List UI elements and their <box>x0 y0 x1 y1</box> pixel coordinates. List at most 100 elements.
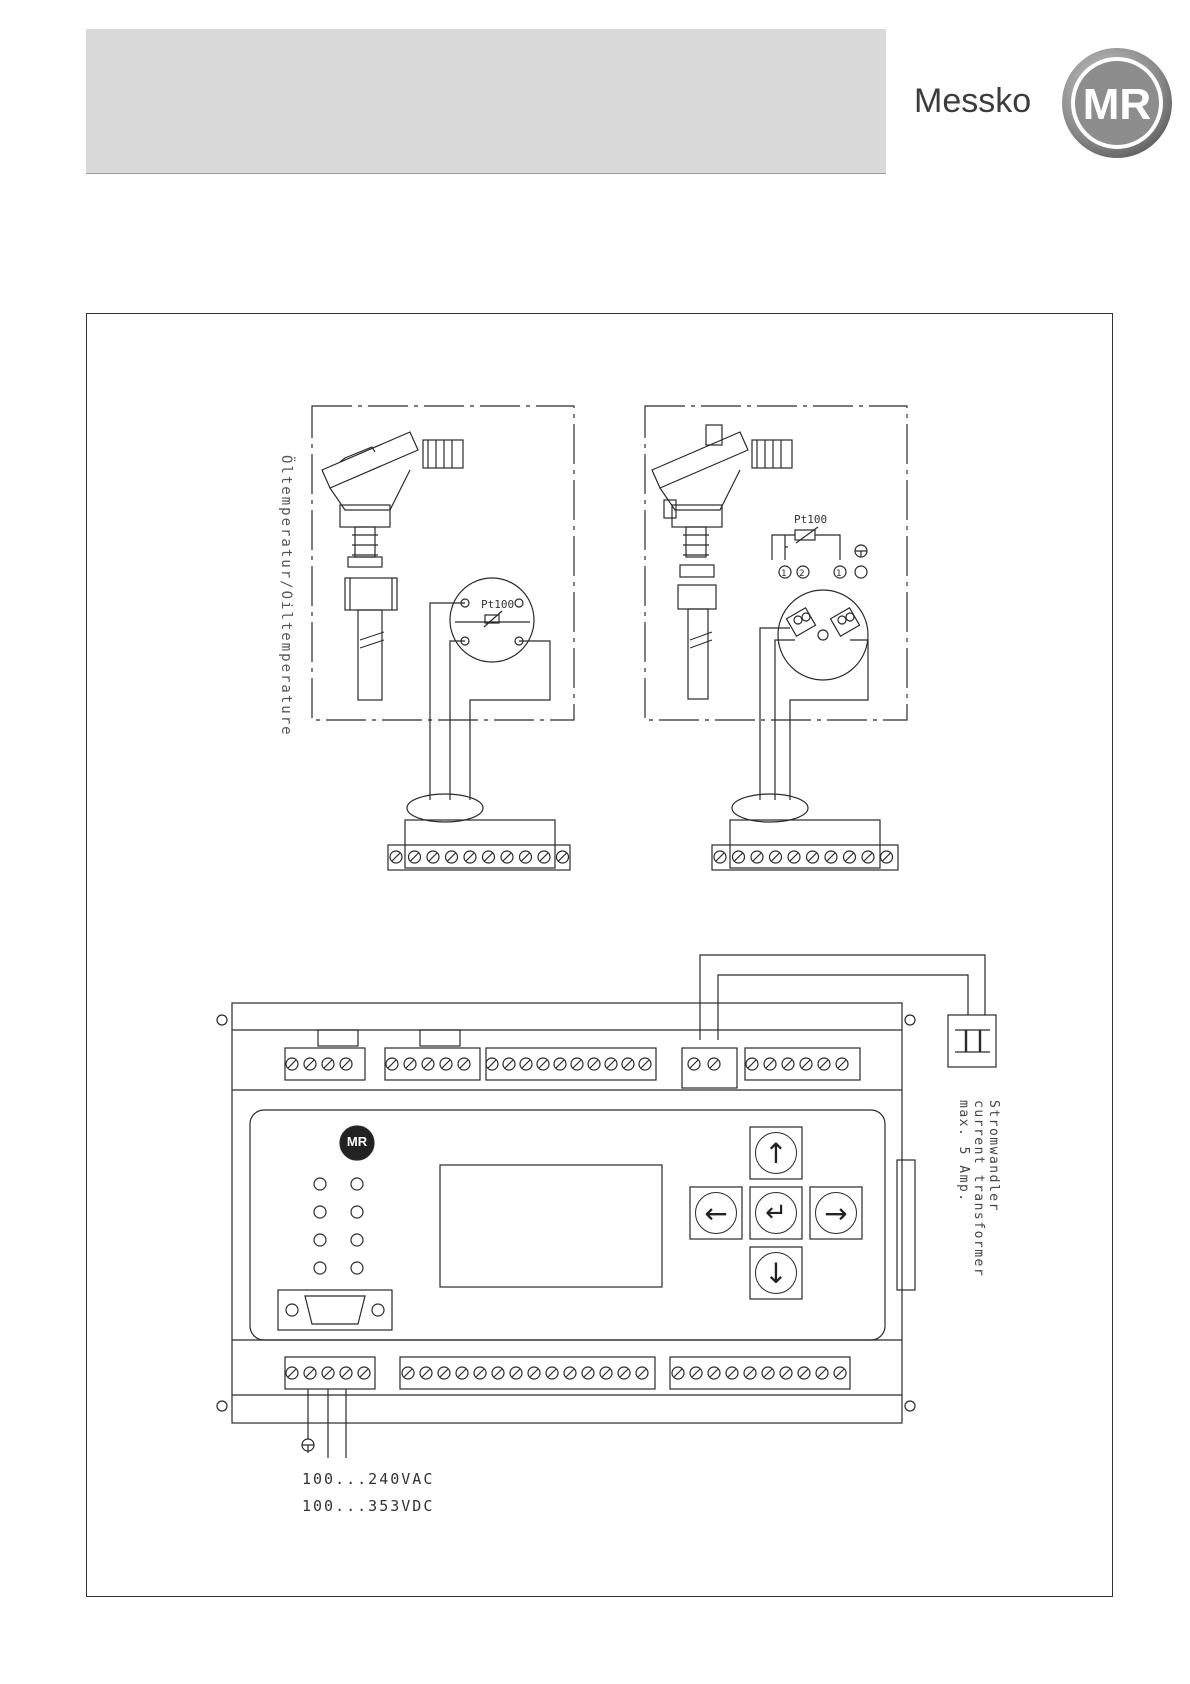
terminal-screw-slot <box>548 1369 556 1377</box>
terminal-screw-slot <box>458 1369 466 1377</box>
db9-connector <box>278 1290 392 1330</box>
terminal-screw-slot <box>692 1369 700 1377</box>
ct-label-de: Stromwandler <box>986 1100 1001 1212</box>
terminal-screw-slot <box>440 1369 448 1377</box>
terminal-screw-slot <box>820 1060 828 1068</box>
key-up-button[interactable]: ↑ <box>755 1132 797 1174</box>
right-pt100-label: Pt100 <box>794 513 827 526</box>
terminal-screw-slot <box>790 853 798 861</box>
terminal-screw-slot <box>556 1060 564 1068</box>
arrow-left-icon: ← <box>704 1197 727 1230</box>
terminal-screw-slot <box>392 853 400 861</box>
terminal-screw-slot <box>800 1369 808 1377</box>
terminal-screw-slot <box>288 1369 296 1377</box>
right-terminal-block <box>712 794 898 870</box>
terminal-screw-slot <box>620 1369 628 1377</box>
terminal-screw-slot <box>539 1060 547 1068</box>
terminal-screw-slot <box>746 1369 754 1377</box>
terminal-screw-slot <box>590 1060 598 1068</box>
key-left-button[interactable]: ← <box>695 1192 737 1234</box>
pin-3-label: 1 <box>836 569 842 579</box>
top-block-2-screws <box>386 1058 470 1070</box>
terminal-screw-slot <box>388 1060 396 1068</box>
key-right-button[interactable]: → <box>815 1192 857 1234</box>
terminal-screw-slot <box>607 1060 615 1068</box>
left-probe <box>322 432 463 700</box>
terminal-screw-slot <box>573 1060 581 1068</box>
terminal-screw-slot <box>624 1060 632 1068</box>
right-probe <box>652 425 792 699</box>
terminal-screw-slot <box>442 1060 450 1068</box>
left-sensor-box: Öltemperatur/Oiltemperature Pt100 <box>278 406 574 800</box>
terminal-screw-slot <box>429 853 437 861</box>
terminal-screw-slot <box>522 1060 530 1068</box>
terminal-screw-slot <box>342 1369 350 1377</box>
terminal-screw-slot <box>324 1369 332 1377</box>
ground-icon <box>855 545 867 557</box>
terminal-screw-slot <box>448 853 456 861</box>
ct-label-max: max. 5 Amp. <box>956 1100 971 1203</box>
device-logo-text: MR <box>342 1134 372 1149</box>
terminal-screw-slot <box>710 1060 718 1068</box>
top-block-4-screws <box>688 1058 720 1070</box>
terminal-screw-slot <box>411 853 419 861</box>
left-terminal-screws <box>390 851 569 863</box>
terminal-screw-slot <box>324 1060 332 1068</box>
pin-1-label: 1 <box>781 569 787 579</box>
terminal-screw-slot <box>728 1369 736 1377</box>
terminal-screw-slot <box>641 1060 649 1068</box>
top-block-5-screws <box>746 1058 848 1070</box>
terminal-screw-slot <box>809 853 817 861</box>
pin-2-label: 2 <box>799 569 805 579</box>
right-terminal-disc <box>778 590 868 680</box>
terminal-screw-slot <box>306 1369 314 1377</box>
arrow-down-icon: ↓ <box>764 1257 787 1290</box>
top-block-1-screws <box>286 1058 352 1070</box>
power-ac-label: 100...240VAC <box>302 1470 434 1488</box>
enter-icon: ↵ <box>765 1198 787 1228</box>
terminal-screw-slot <box>404 1369 412 1377</box>
terminal-screw-slot <box>505 1060 513 1068</box>
terminal-screw-slot <box>836 1369 844 1377</box>
key-down-button[interactable]: ↓ <box>755 1252 797 1294</box>
terminal-screw-slot <box>690 1060 698 1068</box>
terminal-screw-slot <box>360 1369 368 1377</box>
terminal-screw-slot <box>503 853 511 861</box>
terminal-screw-slot <box>306 1060 314 1068</box>
left-pt100-disc: Pt100 <box>450 578 534 662</box>
terminal-screw-slot <box>494 1369 502 1377</box>
ct-label-en: current transformer <box>971 1100 986 1277</box>
terminal-screw-slot <box>864 853 872 861</box>
terminal-screw-slot <box>802 1060 810 1068</box>
terminal-screw-slot <box>818 1369 826 1377</box>
arrow-right-icon: → <box>824 1197 847 1230</box>
terminal-screw-slot <box>735 853 743 861</box>
terminal-screw-slot <box>559 853 567 861</box>
terminal-screw-slot <box>716 853 724 861</box>
terminal-screw-slot <box>602 1369 610 1377</box>
terminal-screw-slot <box>476 1369 484 1377</box>
right-sensor-box: Pt100 1 2 1 <box>645 406 907 800</box>
key-enter-button[interactable]: ↵ <box>755 1192 797 1234</box>
terminal-screw-slot <box>460 1060 468 1068</box>
terminal-screw-slot <box>883 853 891 861</box>
terminal-screw-slot <box>466 853 474 861</box>
terminal-screw-slot <box>748 1060 756 1068</box>
top-block-3-screws <box>486 1058 651 1070</box>
left-sensor-vertical-label: Öltemperatur/Oiltemperature <box>278 455 296 737</box>
lcd-screen <box>440 1165 662 1287</box>
terminal-screw-slot <box>782 1369 790 1377</box>
terminal-screw-slot <box>764 1369 772 1377</box>
terminal-screw-slot <box>512 1369 520 1377</box>
arrow-up-icon: ↑ <box>764 1137 787 1170</box>
terminal-screw-slot <box>838 1060 846 1068</box>
terminal-screw-slot <box>674 1369 682 1377</box>
terminal-screw-slot <box>638 1369 646 1377</box>
terminal-screw-slot <box>422 1369 430 1377</box>
bottom-block-1-screws <box>286 1367 370 1379</box>
terminal-screw-slot <box>342 1060 350 1068</box>
terminal-screw-slot <box>784 1060 792 1068</box>
terminal-screw-slot <box>288 1060 296 1068</box>
terminal-screw-slot <box>827 853 835 861</box>
